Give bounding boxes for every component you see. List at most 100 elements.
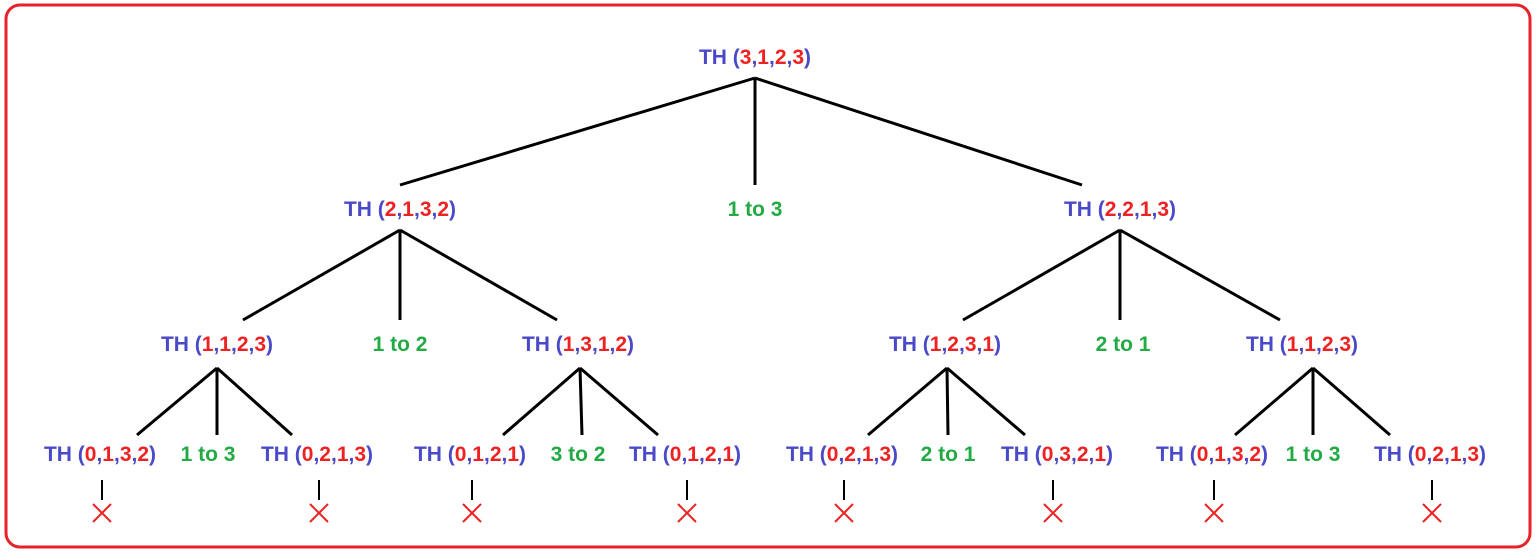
move-label: 1 to 3: [1286, 443, 1341, 466]
separator: ,: [313, 443, 319, 466]
separator: ,: [213, 333, 219, 356]
separator: ,: [1152, 198, 1158, 221]
call-node: TH (0,2,1,3): [786, 443, 898, 466]
call-arg: 2: [705, 443, 717, 466]
call-label: ): [1169, 198, 1176, 221]
call-arg: 1: [102, 443, 114, 466]
call-arg: 2: [137, 443, 149, 466]
call-arg: 3: [792, 46, 804, 69]
separator: ,: [874, 443, 880, 466]
call-arg: 1: [1287, 333, 1299, 356]
separator: ,: [484, 443, 490, 466]
tree-edge: [136, 366, 218, 437]
call-node: TH (2,1,3,2): [344, 198, 456, 221]
tree-edge: [754, 76, 1083, 187]
call-label: ): [804, 46, 811, 69]
call-arg: 0: [455, 443, 467, 466]
separator: ,: [1116, 198, 1122, 221]
frame: [4, 3, 1532, 549]
cross-icon: [1422, 503, 1442, 523]
separator: ,: [466, 443, 472, 466]
separator: ,: [1089, 443, 1095, 466]
call-arg: 1: [507, 443, 519, 466]
call-arg: 1: [982, 333, 994, 356]
cross-icon: [677, 503, 697, 523]
separator: ,: [1226, 443, 1232, 466]
separator: ,: [717, 443, 723, 466]
tree-edge: [579, 366, 659, 437]
call-arg: 1: [1304, 333, 1316, 356]
call-arg: 0: [1415, 443, 1427, 466]
move-label: 1 to 3: [728, 198, 783, 221]
tree-edge: [399, 76, 756, 187]
call-label: TH (: [699, 46, 740, 69]
call-arg: 3: [965, 333, 977, 356]
call-arg: 2: [1322, 333, 1334, 356]
separator: ,: [1244, 443, 1250, 466]
call-label: TH (: [161, 333, 202, 356]
call-arg: 2: [1249, 443, 1261, 466]
call-node: TH (0,3,2,1): [1001, 443, 1113, 466]
call-label: ): [734, 443, 741, 466]
separator: ,: [96, 443, 102, 466]
separator: ,: [249, 333, 255, 356]
separator: ,: [1426, 443, 1432, 466]
call-arg: 1: [219, 333, 231, 356]
call-label: ): [1261, 443, 1268, 466]
cross-icon: [462, 503, 482, 523]
separator: ,: [959, 333, 965, 356]
call-arg: 2: [385, 198, 397, 221]
separator: ,: [396, 198, 402, 221]
separator: ,: [1298, 333, 1304, 356]
call-arg: 1: [722, 443, 734, 466]
call-label: ): [627, 333, 634, 356]
call-arg: 1: [402, 198, 414, 221]
call-label: ): [149, 443, 156, 466]
call-arg: 0: [302, 443, 314, 466]
call-node: TH (0,1,3,2): [44, 443, 156, 466]
call-arg: 3: [120, 443, 132, 466]
call-arg: 1: [1140, 198, 1152, 221]
call-arg: 0: [1042, 443, 1054, 466]
call-arg: 2: [1432, 443, 1444, 466]
cross-icon: [1043, 503, 1063, 523]
separator: ,: [331, 443, 337, 466]
call-arg: 3: [1059, 443, 1071, 466]
call-arg: 3: [879, 443, 891, 466]
separator: ,: [349, 443, 355, 466]
call-arg: 2: [775, 46, 787, 69]
separator: ,: [592, 333, 598, 356]
call-arg: 3: [1339, 333, 1351, 356]
call-arg: 1: [202, 333, 214, 356]
tree-edge: [867, 366, 948, 437]
call-arg: 2: [319, 443, 331, 466]
call-arg: 3: [1232, 443, 1244, 466]
call-label: TH (: [1374, 443, 1415, 466]
call-arg: 1: [337, 443, 349, 466]
separator: ,: [751, 46, 757, 69]
call-arg: 1: [687, 443, 699, 466]
call-label: TH (: [629, 443, 670, 466]
call-arg: 1: [472, 443, 484, 466]
cross-icon: [92, 503, 112, 523]
separator: ,: [1444, 443, 1450, 466]
tree-edge: [946, 366, 1026, 437]
call-node: TH (0,1,2,1): [414, 443, 526, 466]
separator: ,: [432, 198, 438, 221]
call-label: TH (: [44, 443, 85, 466]
separator: ,: [769, 46, 775, 69]
call-label: TH (: [1156, 443, 1197, 466]
call-node: TH (1,2,3,1): [889, 333, 1001, 356]
tree-edge: [578, 367, 584, 436]
tree-edge: [399, 228, 558, 322]
call-label: ): [266, 333, 273, 356]
call-node: TH (0,2,1,3): [261, 443, 373, 466]
separator: ,: [941, 333, 947, 356]
call-label: TH (: [1001, 443, 1042, 466]
call-arg: 3: [354, 443, 366, 466]
call-label: TH (: [414, 443, 455, 466]
move-label: 1 to 2: [373, 333, 428, 356]
separator: ,: [699, 443, 705, 466]
separator: ,: [856, 443, 862, 466]
call-arg: 1: [930, 333, 942, 356]
